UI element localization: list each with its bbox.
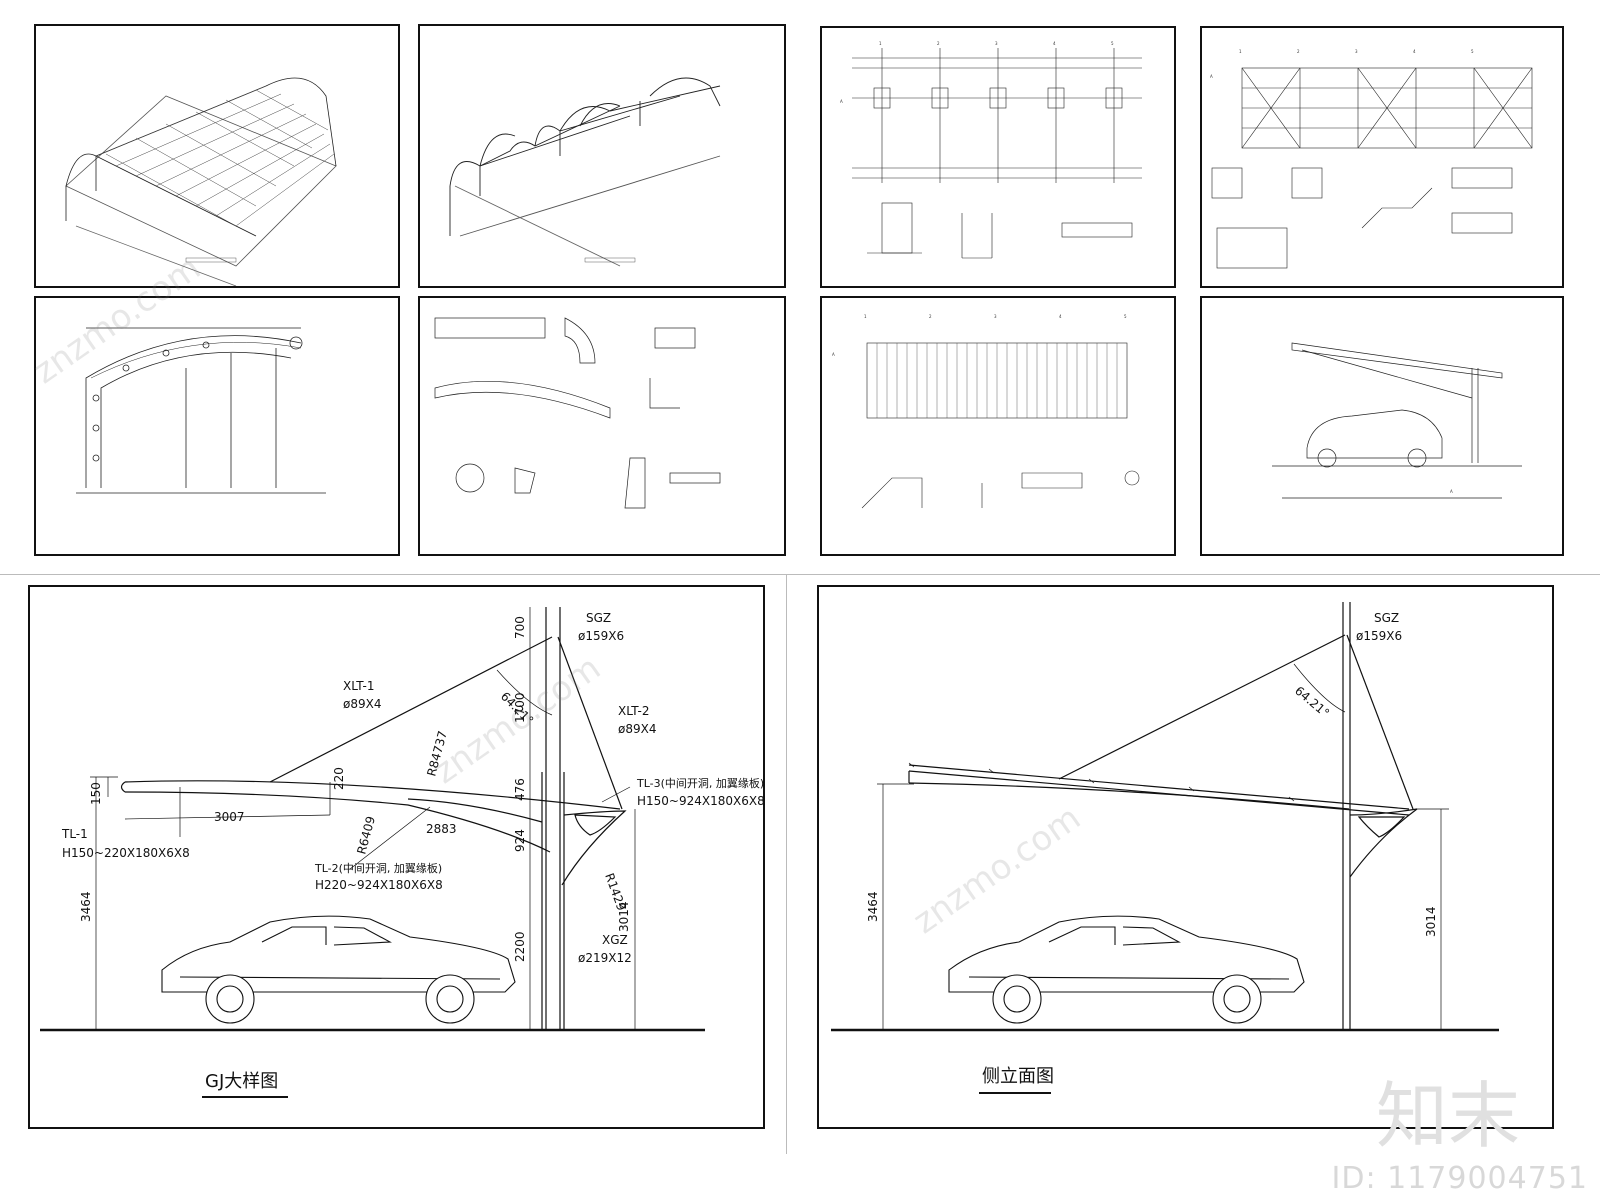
gj-tl3-label: TL-3(中间开洞, 加翼缘板) xyxy=(636,776,763,790)
side-sgz-label: SGZ xyxy=(1374,611,1399,625)
node-details-drawing xyxy=(434,317,721,509)
beam-top-chord xyxy=(124,780,621,810)
xlt1-tie-rod xyxy=(269,636,553,783)
gj-tl3-spec: H150~924X180X6X8 xyxy=(637,794,763,808)
grid-label-5: 5 xyxy=(1111,41,1114,46)
grid-label-1: 1 xyxy=(879,41,882,46)
separator-horizontal xyxy=(0,574,1600,575)
gj-dim-150: 150 xyxy=(89,782,103,805)
gj-detail-drawing: SGZ ø159X6 XLT-1 ø89X4 XLT-2 ø89X4 64.21… xyxy=(40,607,763,1098)
side-tie-rod-1 xyxy=(1058,634,1346,780)
sheet-node-details xyxy=(418,296,786,556)
row-label-a: A xyxy=(840,99,843,104)
gj-dim-3007: 3007 xyxy=(214,810,245,824)
grid-label-3: 3 xyxy=(995,41,998,46)
sheet-side-elevation-mini: A xyxy=(1200,296,1564,556)
gj-dim-2883: 2883 xyxy=(426,822,457,836)
side-title: 侧立面图 xyxy=(982,1066,1054,1087)
sheet-gj-detail: SGZ ø159X6 XLT-1 ø89X4 XLT-2 ø89X4 64.21… xyxy=(28,585,765,1129)
roof-row-a: A xyxy=(1210,74,1213,79)
roof-grid-1: 1 xyxy=(1239,49,1242,54)
roof-plan-drawing: 1 2 3 4 5 A xyxy=(832,314,1140,509)
side-angle: 64.21° xyxy=(1292,684,1332,721)
roof-purlin-drawing: 1 2 3 4 5 A xyxy=(1210,49,1533,269)
gj-tl1-spec: H150~220X180X6X8 xyxy=(62,846,190,860)
sheet-perspective-mesh xyxy=(34,24,400,288)
gj-tl2-spec: H220~924X180X6X8 xyxy=(315,878,443,892)
side-elevation-mini-drawing: A xyxy=(1272,342,1522,499)
side-tie-rod-2 xyxy=(1346,634,1414,810)
gj-tl1-label: TL-1 xyxy=(61,827,88,841)
side-dim-3464: 3464 xyxy=(866,891,880,922)
sheet-side-elevation: SGZ ø159X6 64.21° 3464 3014 侧立面图 xyxy=(817,585,1554,1129)
plan-grid-4: 4 xyxy=(1059,314,1062,319)
plan-grid-5: 5 xyxy=(1124,314,1127,319)
perspective-mesh-drawing xyxy=(65,77,337,286)
column-layout-drawing: 1 2 3 4 5 A xyxy=(840,41,1142,259)
plan-grid-3: 3 xyxy=(994,314,997,319)
sheet-roof-purlin-plan: 1 2 3 4 5 A xyxy=(1200,26,1564,288)
gj-dim-220: 220 xyxy=(332,767,346,790)
gj-dim-3014: 3014 xyxy=(617,901,631,932)
image-id-text: ID: 1179004751 xyxy=(1331,1161,1588,1196)
plan-grid-2: 2 xyxy=(929,314,932,319)
beam-bottom-chord xyxy=(124,791,551,853)
gj-dim-2200: 2200 xyxy=(513,931,527,962)
plan-grid-1: 1 xyxy=(864,314,867,319)
gj-dim-476: 476 xyxy=(513,778,527,801)
gj-xgz-label: XGZ xyxy=(602,933,628,947)
gj-title: GJ大样图 xyxy=(205,1071,278,1092)
sheet-column-layout-plan: 1 2 3 4 5 A xyxy=(820,26,1176,288)
gj-tl2-label: TL-2(中间开洞, 加翼缘板) xyxy=(314,861,442,875)
gj-dim-3464: 3464 xyxy=(79,891,93,922)
gj-sgz-spec: ø159X6 xyxy=(578,629,624,643)
perspective-frame-drawing xyxy=(449,77,721,267)
gj-dim-1700: 1700 xyxy=(513,692,527,723)
roof-grid-4: 4 xyxy=(1413,49,1416,54)
gj-sgz-label: SGZ xyxy=(586,611,611,625)
side-dim-3014: 3014 xyxy=(1424,906,1438,937)
gj-xlt2-label: XLT-2 xyxy=(618,704,649,718)
roof-grid-3: 3 xyxy=(1355,49,1358,54)
gj-xlt2-spec: ø89X4 xyxy=(618,722,656,736)
gj-xgz-spec: ø219X12 xyxy=(578,951,632,965)
gj-radius2: R6409 xyxy=(354,815,378,856)
elev-row-a: A xyxy=(1450,489,1453,494)
gj-dim-700: 700 xyxy=(513,616,527,639)
car-outline xyxy=(161,915,516,1024)
side-elevation-drawing: SGZ ø159X6 64.21° 3464 3014 侧立面图 xyxy=(831,602,1499,1094)
sheet-arch-elevation xyxy=(34,296,400,556)
roof-grid-2: 2 xyxy=(1297,49,1300,54)
grid-label-4: 4 xyxy=(1053,41,1056,46)
gj-radius1: R84737 xyxy=(424,729,450,778)
roof-grid-5: 5 xyxy=(1471,49,1474,54)
gj-xlt1-label: XLT-1 xyxy=(343,679,374,693)
xlt2-tie-rod xyxy=(557,636,623,810)
gj-dim-924: 924 xyxy=(513,829,527,852)
arch-elevation-drawing xyxy=(76,327,326,494)
sheet-roof-plan: 1 2 3 4 5 A xyxy=(820,296,1176,556)
side-sgz-spec: ø159X6 xyxy=(1356,629,1402,643)
separator-vertical xyxy=(786,574,787,1154)
gj-xlt1-spec: ø89X4 xyxy=(343,697,381,711)
plan-row-a: A xyxy=(832,352,835,357)
grid-label-2: 2 xyxy=(937,41,940,46)
side-car-outline xyxy=(948,915,1305,1024)
sheet-perspective-frame xyxy=(418,24,786,288)
brand-logo-text: 知末 xyxy=(1375,1074,1520,1158)
